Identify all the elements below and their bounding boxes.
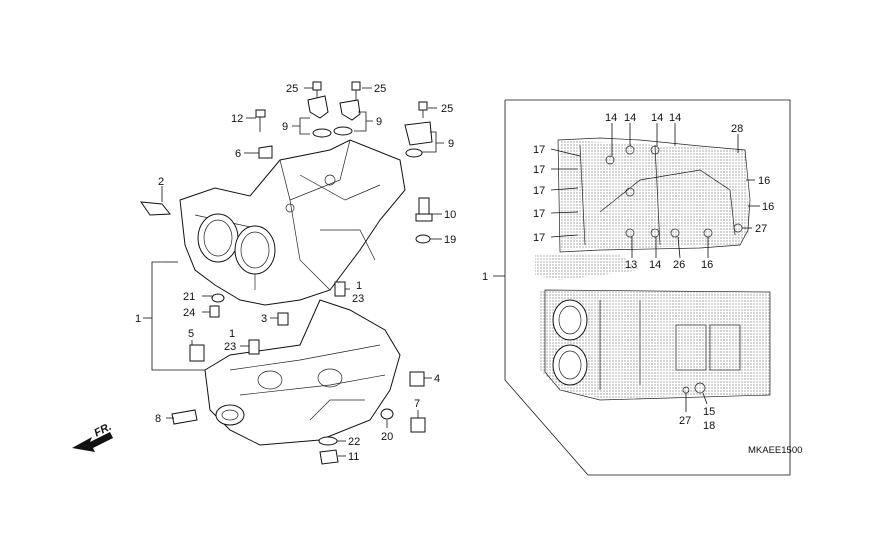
callout-12: 12 [231,113,243,125]
callout-4: 4 [434,373,440,385]
right-leader-lines [550,123,760,412]
callout-3: 3 [261,313,267,325]
inset-callout-17-c: 17 [533,185,545,197]
inset-callout-14-a: 14 [605,112,617,124]
front-arrow-icon [72,432,113,452]
callout-23-lower: 23 [224,341,236,353]
callout-23-upper: 23 [352,293,364,305]
callout-7: 7 [414,398,420,410]
left-leader-lines [143,87,444,457]
inset-stipple-lower [540,290,770,398]
inset-stipple-upper [535,140,750,280]
inset-callout-14-e: 14 [649,259,661,271]
callout-11: 11 [348,451,359,463]
inset-callout-13: 13 [625,259,637,271]
callout-1-dowel-upper: 1 [356,280,362,292]
callout-24: 24 [183,307,195,319]
callout-6: 6 [235,148,241,160]
callout-20: 20 [381,431,393,443]
callout-21: 21 [183,291,195,303]
callout-1-inset: 1 [482,271,488,283]
callout-25-right: 25 [441,103,453,115]
callout-labels: 25 25 25 12 9 9 9 6 2 10 19 1 23 21 24 3… [92,83,802,463]
inset-callout-14-d: 14 [669,112,681,124]
inset-panel [493,99,791,476]
callout-2: 2 [158,176,164,188]
inset-callout-17-a: 17 [533,144,545,156]
inset-callout-17-d: 17 [533,208,545,220]
lower-crankcase [204,299,401,446]
callout-25-left: 25 [286,83,298,95]
upper-crankcase [179,139,406,306]
callout-1-dowel-lower: 1 [229,328,235,340]
inset-callout-14-b: 14 [624,112,636,124]
inset-callout-16-a: 16 [758,175,770,187]
inset-callout-17-b: 17 [533,164,545,176]
inset-callout-17-e: 17 [533,232,545,244]
inset-callout-16-c: 16 [701,259,713,271]
inset-callout-18: 18 [703,420,715,432]
callout-8: 8 [155,413,161,425]
callout-25-mid: 25 [374,83,386,95]
small-parts [139,81,433,465]
inset-callout-16-b: 16 [762,201,774,213]
callout-9-left: 9 [282,121,288,133]
inset-callout-26: 26 [673,259,685,271]
callout-1-main: 1 [135,313,141,325]
inset-lower-case-outline [544,289,771,401]
callout-19: 19 [444,234,456,246]
inset-callout-27-top: 27 [755,223,767,235]
inset-callout-15: 15 [703,406,715,418]
inset-callout-27-bottom: 27 [679,415,691,427]
inset-callout-14-c: 14 [651,112,663,124]
callout-10: 10 [444,209,456,221]
callout-22: 22 [348,436,360,448]
callout-9-right: 9 [448,138,454,150]
diagram-code: MKAEE1500 [748,445,802,456]
callout-5: 5 [188,328,194,340]
callout-9-mid: 9 [376,116,382,128]
inset-callout-28: 28 [731,123,743,135]
inset-upper-case-outline [557,137,751,253]
